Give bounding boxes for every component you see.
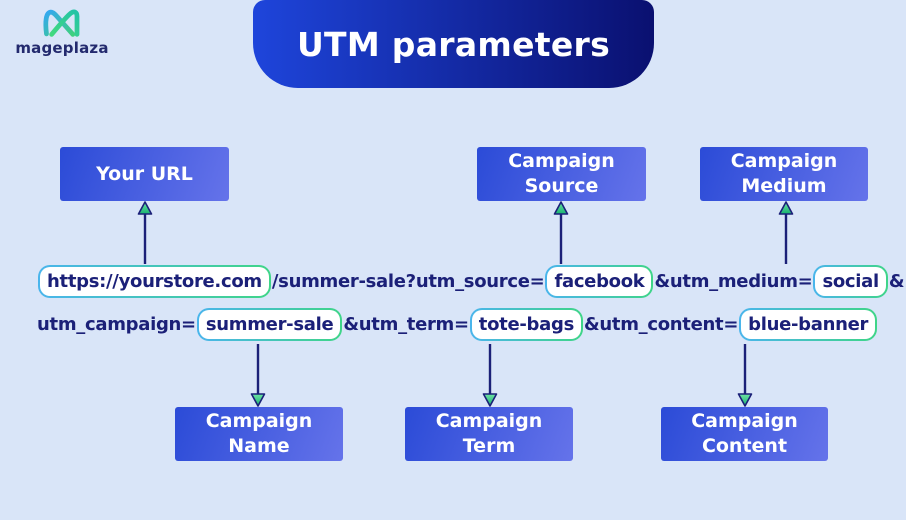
url-segment: & bbox=[888, 270, 905, 292]
url-segment: summer-sale bbox=[197, 308, 343, 341]
label-box-campaign-name: Campaign Name bbox=[175, 407, 343, 461]
label-line: Campaign bbox=[691, 410, 798, 433]
label-line: Content bbox=[701, 435, 788, 457]
label-line: Term bbox=[462, 435, 516, 457]
label-line: Campaign bbox=[730, 150, 838, 173]
mageplaza-m-icon bbox=[43, 9, 80, 37]
arrow-up-campaign-source-icon bbox=[553, 201, 569, 264]
url-line-1: https://yourstore.com /summer-sale?utm_s… bbox=[37, 261, 905, 301]
label-line: Campaign bbox=[435, 410, 543, 433]
label-box-campaign-source: Campaign Source bbox=[477, 147, 646, 201]
label-box-campaign-term: Campaign Term bbox=[405, 407, 573, 461]
label-line: Medium bbox=[741, 175, 827, 197]
url-segment: facebook bbox=[545, 265, 653, 298]
title-banner: UTM parameters bbox=[253, 0, 654, 88]
url-segment: https://yourstore.com bbox=[38, 265, 271, 298]
arrow-down-campaign-term-icon bbox=[482, 344, 498, 407]
url-segment: &utm_term= bbox=[343, 313, 469, 335]
label-box-campaign-medium: Campaign Medium bbox=[700, 147, 868, 201]
label-line: Campaign bbox=[508, 150, 615, 173]
arrow-up-your-url-icon bbox=[137, 201, 153, 264]
label-box-campaign-content: Campaign Content bbox=[661, 407, 828, 461]
url-segment: social bbox=[813, 265, 887, 298]
page-title: UTM parameters bbox=[296, 24, 611, 64]
label-line: Your URL bbox=[96, 162, 193, 185]
label-line: Campaign bbox=[205, 410, 313, 433]
label-line: Source bbox=[524, 175, 599, 197]
arrow-down-campaign-name-icon bbox=[250, 344, 266, 407]
url-segment: tote-bags bbox=[470, 308, 583, 341]
arrow-up-campaign-medium-icon bbox=[778, 201, 794, 264]
url-segment: /summer-sale?utm_source= bbox=[271, 270, 545, 292]
label-box-your-url: Your URL bbox=[60, 147, 229, 201]
url-line-2: utm_campaign= summer-sale &utm_term= tot… bbox=[37, 304, 878, 344]
mageplaza-logo: mageplaza bbox=[14, 8, 110, 57]
arrow-down-campaign-content-icon bbox=[737, 344, 753, 407]
url-segment: &utm_medium= bbox=[654, 270, 813, 292]
url-segment: utm_campaign= bbox=[37, 313, 196, 335]
brand-name: mageplaza bbox=[15, 39, 109, 57]
url-segment: blue-banner bbox=[739, 308, 877, 341]
url-segment: &utm_content= bbox=[583, 313, 739, 335]
label-line: Name bbox=[228, 435, 290, 457]
